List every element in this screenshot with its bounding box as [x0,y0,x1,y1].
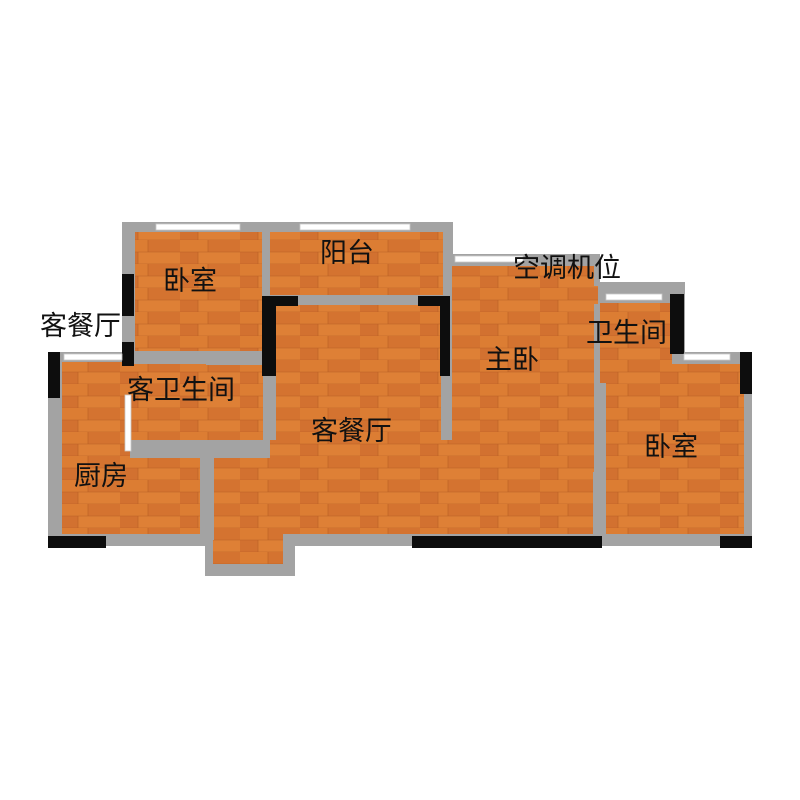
floor-living-dining [276,305,441,455]
columns [48,274,752,548]
label-bedroom-se: 卧室 [644,432,698,463]
label-balcony: 阳台 [320,238,374,269]
label-master-bedroom: 主卧 [485,345,539,376]
label-kitchen: 厨房 [74,461,128,492]
label-living-dining-outer: 客餐厅 [40,311,121,342]
floor-living-dining-lower [213,440,593,534]
floor-bedroom-nw [135,232,262,351]
label-bedroom-nw: 卧室 [163,266,217,297]
floor-balcony [270,232,443,295]
label-ac-unit: 空调机位 [513,253,621,284]
interior-walls [122,352,606,540]
windows [63,223,731,452]
label-bathroom: 卫生间 [586,318,667,349]
floor-living-dining-nook [213,534,283,564]
label-guest-bathroom: 客卫生间 [127,375,235,406]
label-living-dining: 客餐厅 [311,416,392,447]
floors [62,232,744,564]
floor-bedroom-se [606,364,744,534]
floor-ac-unit [570,286,598,304]
